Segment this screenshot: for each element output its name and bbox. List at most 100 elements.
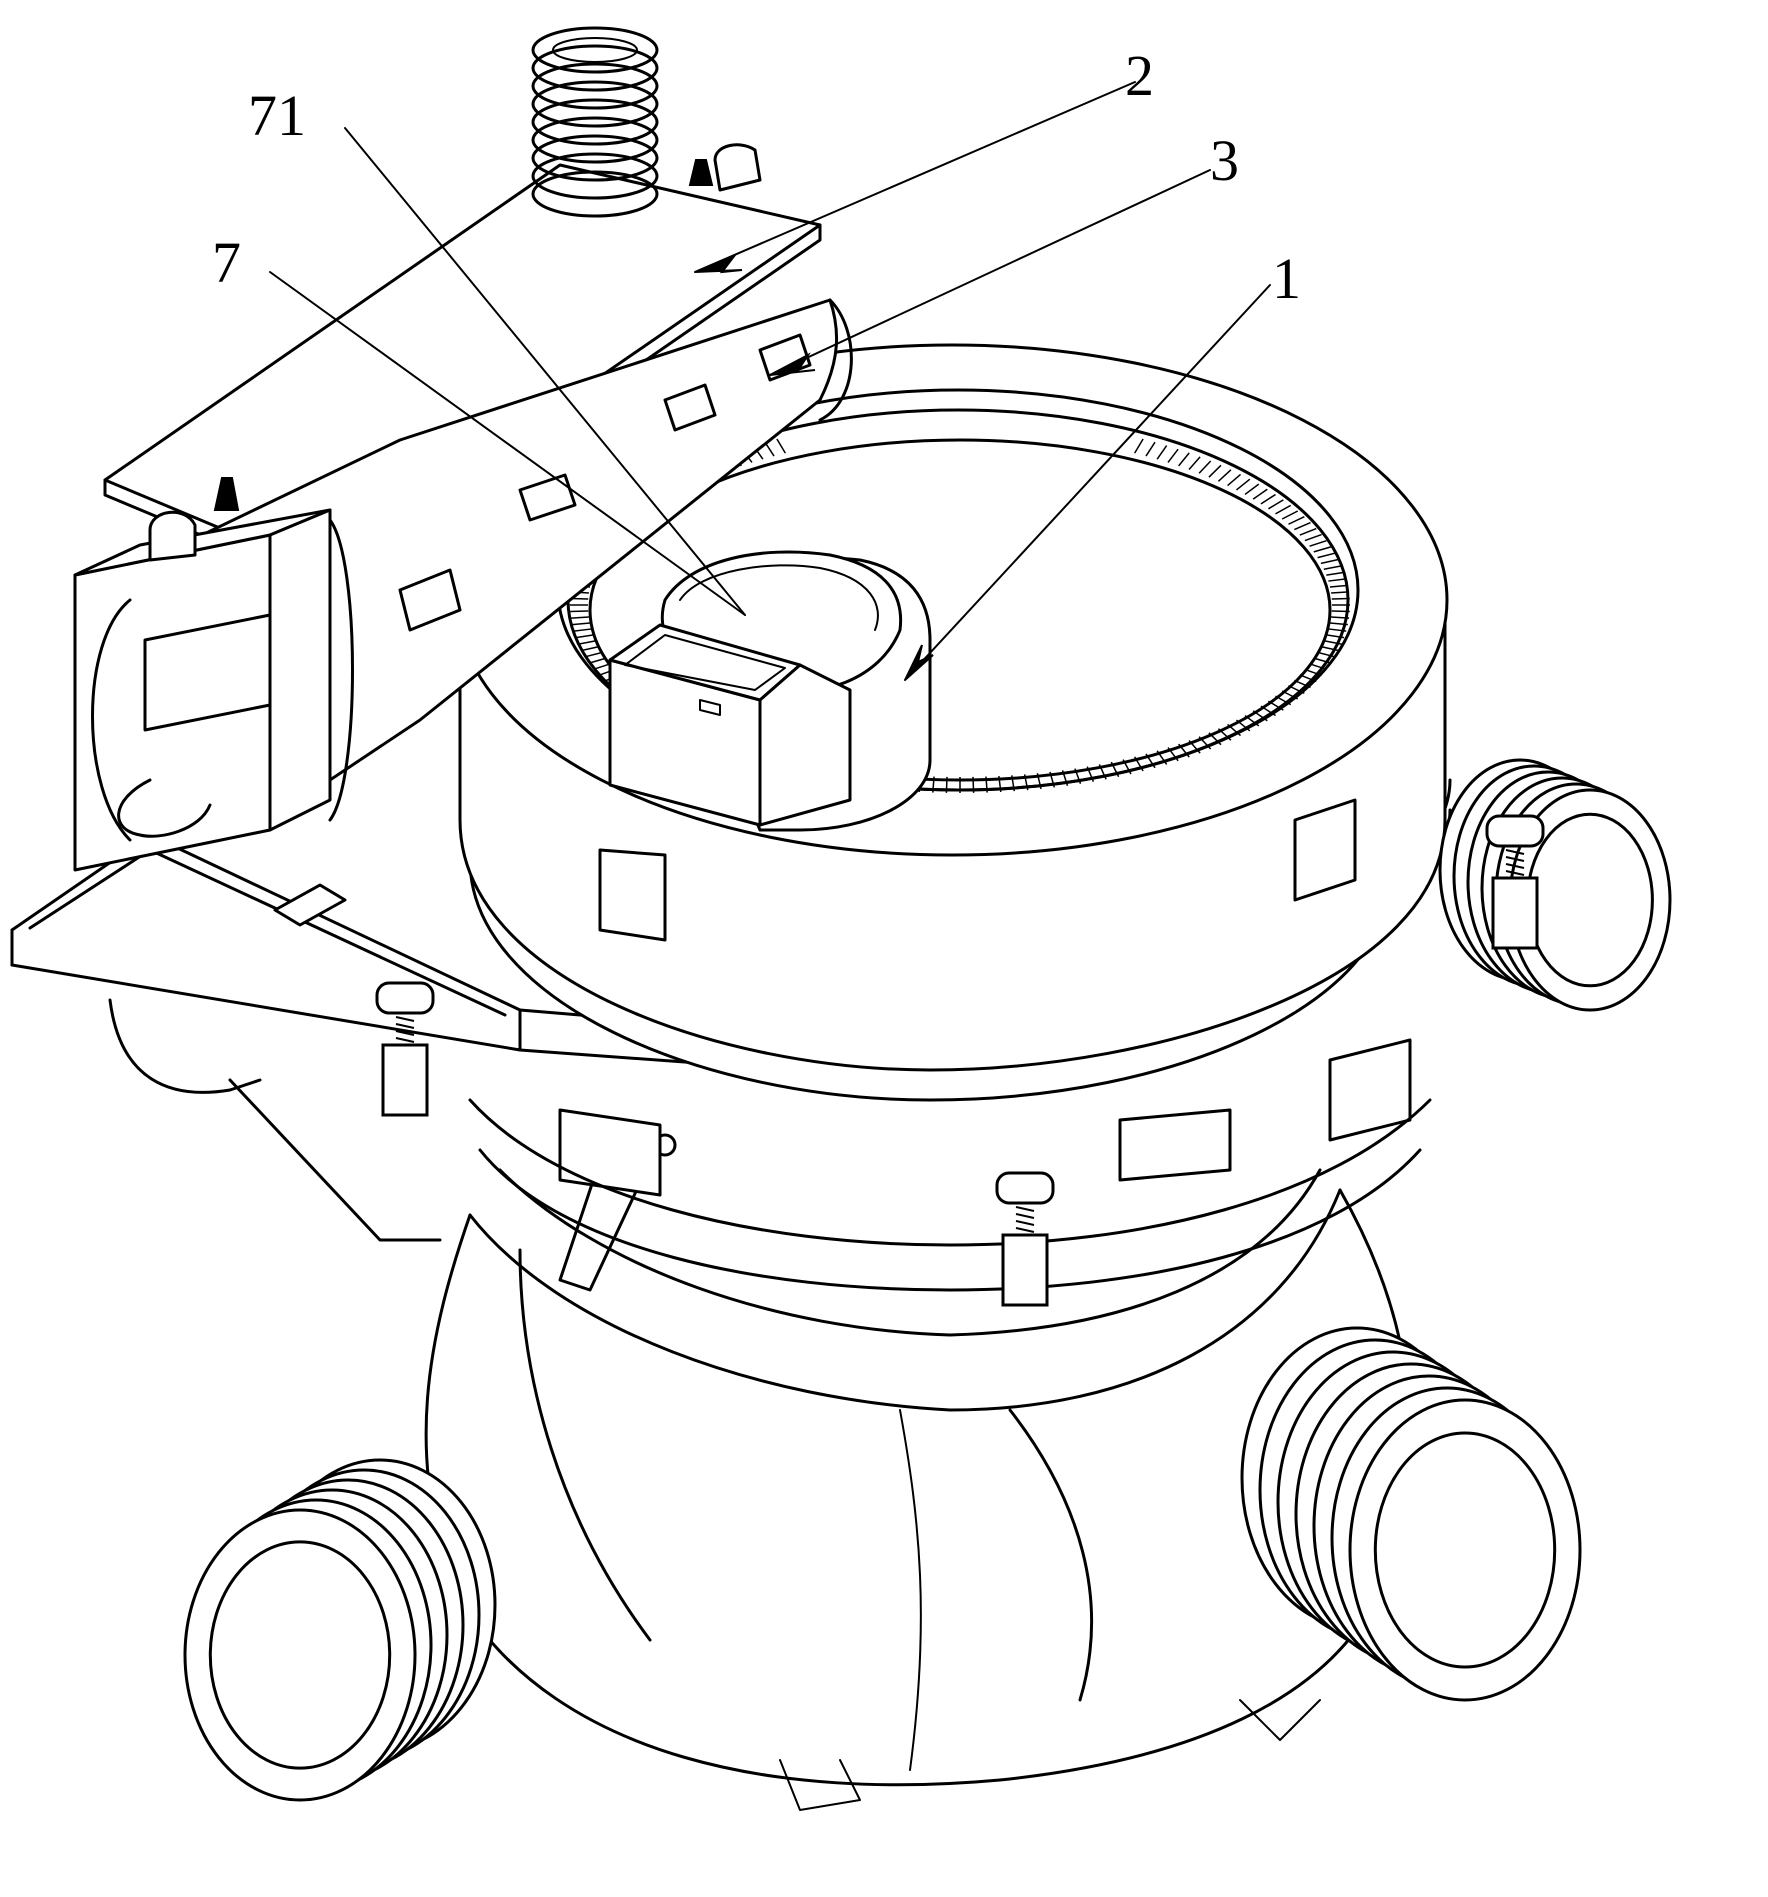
gear-tooth xyxy=(572,622,591,626)
bolt-spring xyxy=(1015,1206,1035,1212)
gear-tooth xyxy=(1252,488,1268,500)
port-bore xyxy=(208,1540,392,1770)
bolt-spring xyxy=(1015,1227,1035,1233)
gear-tooth xyxy=(1326,634,1345,639)
gear-tooth xyxy=(1313,657,1332,664)
gear-tooth xyxy=(985,776,988,793)
gear-tooth xyxy=(588,657,607,664)
gear-tooth xyxy=(998,775,1002,793)
gear-tooth xyxy=(1178,743,1190,758)
label-71: 71 xyxy=(248,83,306,148)
gear-tooth xyxy=(1011,775,1016,792)
gear-tooth xyxy=(1299,527,1317,536)
gear-tooth xyxy=(1122,759,1132,775)
gear-tooth xyxy=(1331,616,1350,619)
gear-tooth xyxy=(972,776,975,793)
gear-tooth xyxy=(1178,452,1190,467)
leader-1 xyxy=(904,284,1271,681)
bolt-head xyxy=(1485,814,1545,848)
leader-lines xyxy=(269,81,1271,681)
gear-tooth xyxy=(1309,663,1327,671)
gear-tooth xyxy=(1098,764,1107,780)
gear-tooth xyxy=(1086,766,1095,782)
bolt-spring xyxy=(395,1030,415,1036)
gear-tooth xyxy=(1320,645,1339,652)
bolt-head xyxy=(995,1171,1055,1205)
gear-tooth xyxy=(1145,441,1156,457)
gear-tooth xyxy=(1198,736,1212,750)
bolt-spring xyxy=(1505,870,1525,876)
reference-labels: 2 71 3 7 1 xyxy=(212,43,1301,311)
gear-tooth xyxy=(1208,464,1222,478)
gear-tooth xyxy=(1313,546,1332,553)
gear-tooth xyxy=(932,776,935,793)
leader-3 xyxy=(769,169,1211,376)
gear-tooth xyxy=(1275,695,1292,706)
gear-tooth xyxy=(1208,732,1222,746)
gear-tooth xyxy=(1244,483,1260,496)
gear-tooth xyxy=(1167,747,1179,762)
spring-coil xyxy=(531,26,659,74)
gear-tooth xyxy=(1252,710,1268,722)
label-2: 2 xyxy=(1125,43,1154,108)
gear-tooth xyxy=(1188,740,1201,754)
bolts xyxy=(375,814,1545,1307)
gear-tooth xyxy=(1217,469,1232,482)
gear-tooth xyxy=(1156,445,1168,460)
gear-tooth xyxy=(1061,770,1069,786)
gear-tooth xyxy=(1331,610,1350,613)
gear-tooth xyxy=(1317,651,1336,658)
gear-tooth xyxy=(1074,768,1082,785)
bolt-spring xyxy=(1505,856,1525,862)
gear-tooth xyxy=(1133,756,1144,772)
bolt-post xyxy=(1491,876,1539,950)
gear-tooth xyxy=(776,438,787,454)
gear-tooth xyxy=(573,628,592,632)
bolt-spring xyxy=(395,1023,415,1029)
gear-tooth xyxy=(1260,493,1276,505)
gear-tooth xyxy=(1235,478,1251,491)
gear-tooth xyxy=(945,776,948,793)
spring-coil xyxy=(531,116,659,164)
gear-tooth xyxy=(1156,750,1168,765)
gear-tooth xyxy=(1227,723,1242,737)
gear-tooth xyxy=(1317,552,1336,559)
port-bore xyxy=(1373,1431,1557,1669)
bolt-spring xyxy=(1015,1220,1035,1226)
spring-coil xyxy=(531,80,659,128)
gear-tooth xyxy=(1323,565,1342,570)
gear-tooth xyxy=(1198,460,1212,474)
port-bore xyxy=(1526,812,1654,988)
bolt-spring xyxy=(1505,849,1525,855)
spring-coil xyxy=(531,44,659,92)
gear-tooth xyxy=(1188,456,1201,470)
leader-2 xyxy=(694,81,1136,273)
gear-tooth xyxy=(1110,761,1120,778)
gear-tooth xyxy=(1288,516,1305,525)
gear-tooth xyxy=(1329,622,1348,626)
gear-tooth xyxy=(1167,448,1179,463)
gear-tooth xyxy=(1328,578,1347,582)
gear-tooth xyxy=(1309,539,1327,547)
arrow-1 xyxy=(904,644,934,681)
gear-tooth xyxy=(1281,690,1299,700)
bolt-spring xyxy=(395,1016,415,1022)
label-7: 7 xyxy=(212,230,241,295)
spring-coil xyxy=(531,152,659,200)
gear-tooth xyxy=(1133,438,1144,454)
bolt-post xyxy=(1001,1233,1049,1307)
gear-tooth xyxy=(1294,521,1311,531)
left-port xyxy=(183,1458,497,1802)
spring-coil xyxy=(552,37,638,63)
leader-7 xyxy=(269,271,746,616)
gear-tooth xyxy=(1217,728,1232,741)
gear-tooth xyxy=(581,645,600,652)
side-module xyxy=(73,143,853,872)
gear-tooth xyxy=(1244,714,1260,727)
gear-tooth xyxy=(593,663,611,671)
gear-tooth xyxy=(1304,533,1322,542)
label-3: 3 xyxy=(1210,128,1239,193)
rear-port xyxy=(1438,758,1672,1012)
bolt-spring xyxy=(1505,863,1525,869)
